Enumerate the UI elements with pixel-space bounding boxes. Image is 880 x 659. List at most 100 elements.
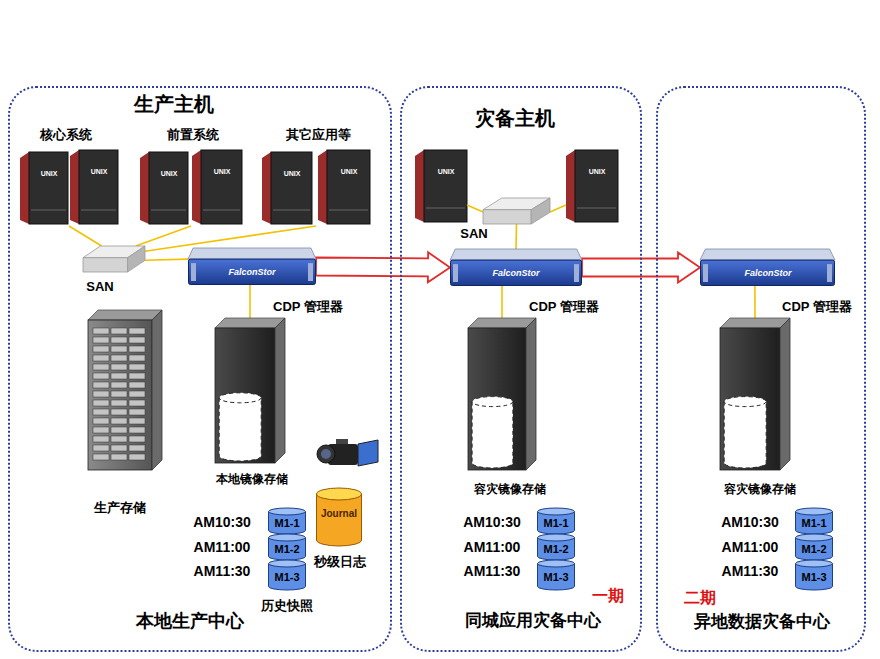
drawing-part (140, 152, 149, 224)
drawing-part (31, 210, 66, 211)
drawing-part (467, 205, 483, 212)
shape-text: M1-2 (274, 543, 299, 556)
drawing-part (203, 210, 240, 211)
drawing-part (538, 534, 575, 541)
drawing-part (219, 393, 261, 403)
time-label: AM11:30 (722, 563, 779, 579)
server-brand: UNIX (41, 170, 58, 178)
drawing-part (111, 373, 127, 379)
drawing-part (129, 436, 145, 442)
snapshot-cylinder: M1-2 (537, 534, 575, 560)
snapshot-cylinder: M1-2 (795, 534, 833, 560)
san-cable (69, 226, 102, 246)
node-label: SAN (460, 227, 487, 242)
server-brand: UNIX (284, 170, 301, 178)
shape-text: M1-1 (274, 517, 299, 530)
drawing-part (111, 418, 127, 424)
drawing-part (111, 346, 127, 352)
time-label: AM11:30 (464, 563, 521, 579)
time-label: AM11:00 (464, 539, 521, 555)
node-shape (483, 198, 550, 224)
drawing-part (358, 440, 378, 466)
server-group: 前置系统 (138, 148, 244, 226)
shape-text: M1-2 (543, 543, 568, 556)
time-label: AM11:00 (194, 539, 251, 555)
drawing-part (189, 259, 316, 284)
drawing-part (111, 427, 127, 433)
drawing-part (128, 246, 145, 272)
time-label: AM10:30 (721, 514, 779, 530)
drawing-part (129, 427, 145, 433)
drawing-part (215, 328, 275, 463)
drawing-part (472, 397, 513, 407)
drawing-part (192, 150, 201, 224)
drawing-part (111, 445, 127, 451)
drawing-part (111, 337, 127, 343)
drawing-part (468, 328, 526, 470)
drawing-part (129, 391, 145, 397)
drawing-part (531, 198, 550, 224)
node-label: 同城应用灾备中心 (465, 611, 601, 631)
snapshot-cylinder: M1-3 (795, 560, 833, 590)
drawing-part (796, 508, 833, 515)
drawing-part (327, 150, 370, 224)
node-shape (188, 248, 316, 285)
drawing-part (483, 210, 531, 224)
server-group: 其它应用等 (260, 148, 372, 226)
san-cable (136, 226, 191, 246)
drawing-part (318, 150, 327, 224)
drawing-part (321, 449, 331, 459)
node-shape (83, 246, 145, 272)
node-shape (215, 318, 285, 463)
drawing-part (88, 310, 162, 320)
snapshot-cylinder: M1-3 (537, 560, 575, 590)
drawing-part (88, 320, 152, 470)
node-label: CDP 管理器 (273, 300, 343, 315)
server-brand: UNIX (438, 168, 455, 176)
drawing-part (93, 427, 109, 433)
drawing-part (780, 318, 790, 470)
san-cable (145, 226, 316, 251)
unix-server (140, 152, 188, 224)
drawing-part (93, 391, 109, 397)
node-label: 生产主机 (134, 93, 214, 116)
cable-line (136, 226, 191, 246)
drawing-part (129, 337, 145, 343)
drawing-part (827, 264, 832, 282)
drawing-part (111, 436, 127, 442)
server-brand: UNIX (341, 168, 358, 176)
drawing-part (129, 400, 145, 406)
drawing-part (472, 402, 513, 468)
server-brand: UNIX (91, 168, 108, 176)
snapshot-cylinder: M1-2 (268, 534, 306, 560)
node-shape (88, 310, 162, 470)
drawing-part (215, 318, 285, 328)
shape-text: M1-1 (801, 517, 826, 530)
drawing-part (129, 454, 145, 460)
drawing-part (188, 248, 316, 259)
shape-text: M1-1 (543, 517, 568, 530)
shape-text: FalconStor (492, 268, 539, 278)
drawing-part (129, 418, 145, 424)
drawing-part (93, 373, 109, 379)
drawing-part (329, 210, 368, 211)
drawing-part (129, 409, 145, 415)
drawing-part (151, 210, 186, 211)
cable-line (145, 226, 316, 251)
drawing-part (424, 150, 467, 222)
san-cable (145, 259, 188, 260)
drawing-part (93, 400, 109, 406)
drawing-part (796, 560, 833, 567)
drawing-part (724, 402, 766, 468)
data-center-region: 灾备主机同城应用灾备中心SANFalconStorCDP 管理器容灾镜像存储M1… (400, 86, 642, 652)
storage-rack: 容灾镜像存储 (468, 318, 536, 470)
san-switch: SAN (483, 198, 550, 224)
node-label: 核心系统 (40, 128, 92, 143)
drawing-part (317, 494, 362, 546)
caption-label: 历史快照 (261, 599, 313, 614)
drawing-part (93, 436, 109, 442)
node-label: 其它应用等 (286, 128, 351, 143)
server-brand: UNIX (214, 168, 231, 176)
drawing-part (451, 260, 582, 285)
